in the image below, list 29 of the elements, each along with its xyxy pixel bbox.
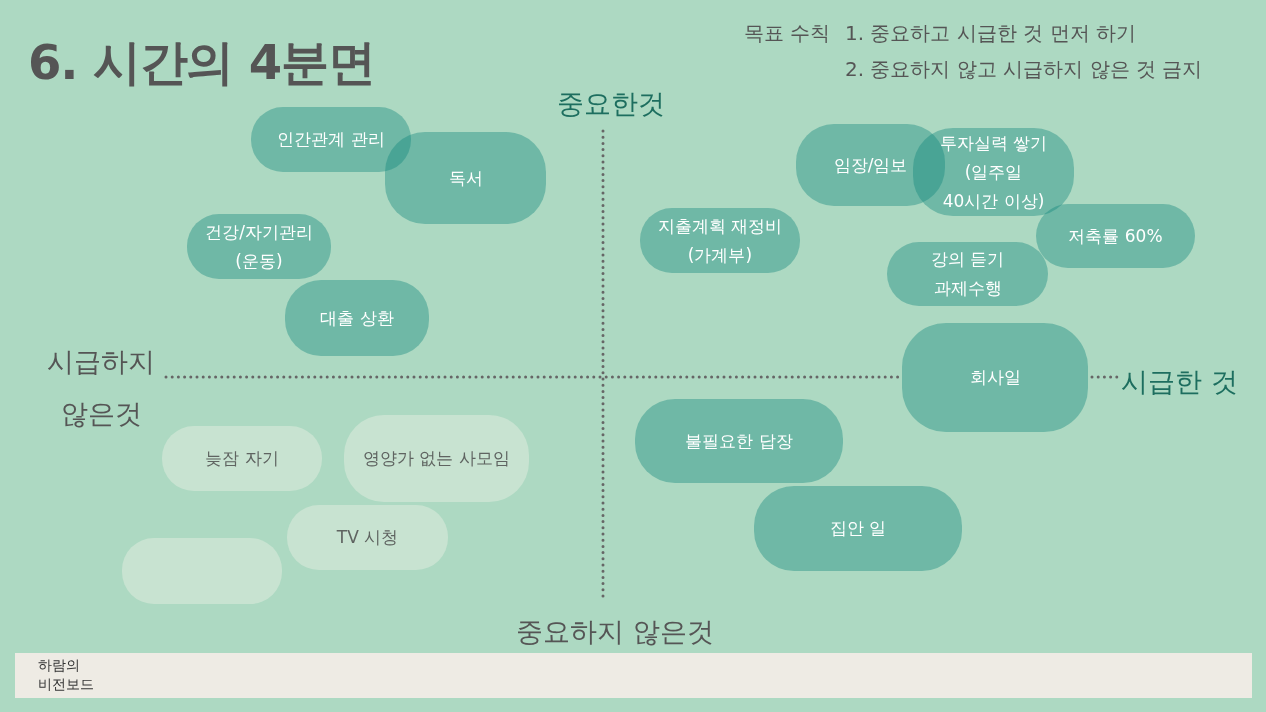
rules-heading: 목표 수칙: [744, 20, 831, 47]
activity-text: 강의 듣기 과제수행: [929, 248, 1006, 300]
rule-text: 2. 중요하지 않고 시급하지 않은 것 금지: [845, 56, 1203, 83]
activity-text: 지출계획 재정비 (가계부): [656, 214, 784, 267]
activity-pill: [251, 107, 411, 172]
activity-text: 인간관계 관리: [277, 128, 385, 151]
axis-label: 중요하지 않은것: [516, 615, 714, 649]
page-title: 6. 시간의 4분면: [28, 33, 375, 92]
activity-text: TV 시청: [336, 526, 399, 549]
activity-text: 영양가 없는 사모임: [363, 447, 510, 470]
activity-pill: [913, 128, 1074, 216]
activity-pill: [902, 323, 1088, 432]
axis-label: 중요한것: [557, 87, 665, 121]
activity-text: 불필요한 답장: [685, 429, 793, 453]
axis-label: 시급하지 않은것: [46, 345, 156, 431]
activity-text: 임장/임보: [833, 153, 908, 177]
activity-text: 투자실력 쌓기 (일주일 40시간 이상): [938, 131, 1049, 213]
activity-pill: [385, 132, 546, 224]
activity-text: 회사일: [969, 366, 1021, 389]
activity-text: 저축률 60%: [1068, 224, 1163, 248]
rule-text: 1. 중요하고 시급한 것 먼저 하기: [845, 20, 1136, 47]
activity-pill: [887, 242, 1048, 306]
activity-text: 집안 일: [829, 517, 887, 540]
activity-text: 대출 상환: [320, 306, 394, 330]
activity-text: 늦잠 자기: [205, 447, 279, 470]
footer-text: 하람의 비전보드: [38, 656, 95, 694]
activity-text: 건강/자기관리 (운동): [204, 220, 314, 273]
axis-label: 시급한 것: [1121, 365, 1238, 399]
activity-text: 독서: [448, 166, 483, 190]
